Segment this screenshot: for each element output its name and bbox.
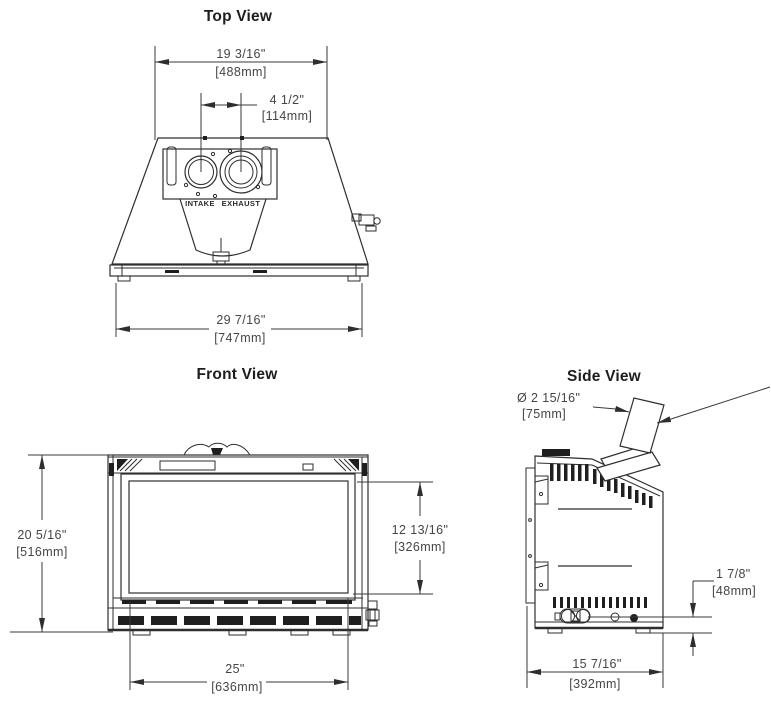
dim-vent-spacing-mm: [114mm] bbox=[262, 109, 313, 123]
corner-hatch-right bbox=[333, 458, 359, 472]
side-view-title: Side View bbox=[567, 368, 642, 385]
hood-outline bbox=[111, 137, 369, 265]
dim-glass-height-inches: 12 13/16" bbox=[392, 523, 449, 537]
feet bbox=[132, 629, 351, 636]
leader-line bbox=[592, 406, 617, 410]
dim-depth: 15 7/16" [392mm] bbox=[526, 606, 664, 691]
dim-vent-spacing-inches: 4 1/2" bbox=[270, 93, 305, 107]
front-bar bbox=[109, 264, 369, 282]
flue-collar-base bbox=[596, 451, 661, 482]
dim-top-width: 19 3/16" [488mm] bbox=[154, 46, 328, 140]
mount-tab bbox=[203, 136, 207, 140]
right-trim-slot bbox=[362, 463, 367, 476]
side-latch bbox=[365, 600, 380, 627]
gas-fitting bbox=[351, 213, 381, 232]
dim-glass-width-inches: 25" bbox=[225, 662, 245, 676]
leader-arrow bbox=[656, 416, 672, 424]
vent-plate bbox=[162, 148, 278, 200]
log-gap bbox=[211, 448, 223, 455]
dim-flue-diameter-inches: Ø 2 15/16" bbox=[517, 391, 580, 405]
top-view-hood: INTAKE EXHAUST bbox=[109, 136, 381, 282]
dim-flue-diameter-mm: [75mm] bbox=[522, 407, 566, 421]
dim-glass-width-mm: [636mm] bbox=[211, 680, 262, 694]
intake-collar bbox=[184, 155, 218, 189]
dim-glass-width: 25" [636mm] bbox=[129, 598, 349, 694]
dim-front-height-inches: 20 5/16" bbox=[17, 528, 66, 542]
exhaust-label: EXHAUST bbox=[222, 199, 261, 208]
dim-depth-mm: [392mm] bbox=[569, 677, 620, 691]
exhaust-collar-inner bbox=[228, 159, 254, 185]
corner-hatch-left bbox=[117, 458, 143, 472]
exhaust-collar-mid bbox=[224, 155, 258, 189]
flange-bracket-top bbox=[534, 475, 549, 505]
funnel-shroud bbox=[179, 198, 267, 257]
left-trim-slot bbox=[109, 463, 114, 476]
mount-tab bbox=[240, 136, 244, 140]
side-view-body bbox=[525, 397, 665, 634]
plate-rail bbox=[166, 146, 177, 186]
intake-collar-inner bbox=[188, 159, 214, 185]
front-view-title: Front View bbox=[197, 366, 279, 383]
plate-rail bbox=[261, 146, 272, 186]
intake-label: INTAKE bbox=[185, 199, 215, 208]
top-view: Top View 19 3/16" [488mm] 4 1/2" [114mm] bbox=[109, 8, 381, 345]
leader-line bbox=[670, 386, 771, 420]
dim-front-height: 20 5/16" [516mm] bbox=[10, 454, 113, 633]
gas-inlet-port bbox=[630, 614, 638, 622]
front-flange bbox=[525, 467, 536, 604]
top-louvers bbox=[550, 464, 653, 508]
plate-screws bbox=[183, 148, 261, 199]
top-vent-plate bbox=[159, 460, 216, 471]
top-view-title: Top View bbox=[204, 8, 273, 25]
trim-dashes bbox=[122, 600, 352, 604]
gas-valve bbox=[554, 608, 591, 624]
log-set-top bbox=[183, 442, 251, 456]
top-clip bbox=[302, 463, 314, 471]
bottom-louvers-side bbox=[553, 597, 647, 608]
leader-arrow bbox=[614, 405, 630, 413]
side-view: Side View bbox=[517, 368, 771, 691]
flue-pipe bbox=[619, 397, 665, 454]
dim-glass-height: 12 13/16" [326mm] bbox=[353, 481, 449, 595]
dim-front-height-mm: [516mm] bbox=[16, 545, 67, 559]
front-view-body bbox=[107, 442, 380, 636]
dim-flue-diameter: Ø 2 15/16" [75mm] bbox=[517, 386, 771, 424]
glass-opening bbox=[128, 480, 349, 594]
front-view: Front View bbox=[10, 366, 448, 694]
feet-side bbox=[547, 627, 651, 634]
dim-gas-inlet-height-inches: 1 7/8" bbox=[716, 567, 751, 581]
exhaust-collar bbox=[219, 150, 263, 194]
dim-top-width-inches: 19 3/16" bbox=[216, 47, 265, 61]
dim-gas-inlet-height: 1 7/8" [48mm] bbox=[588, 567, 756, 656]
dim-depth-inches: 15 7/16" bbox=[572, 657, 621, 671]
dim-glass-height-mm: [326mm] bbox=[394, 540, 445, 554]
top-cap bbox=[542, 449, 570, 456]
glass-frame bbox=[120, 473, 356, 601]
dim-vent-spacing: 4 1/2" [114mm] bbox=[200, 93, 313, 172]
dim-overall-width: 29 7/16" [747mm] bbox=[115, 283, 363, 345]
dim-gas-inlet-height-mm: [48mm] bbox=[712, 584, 756, 598]
dim-top-width-mm: [488mm] bbox=[215, 65, 266, 79]
flange-bracket-bottom bbox=[534, 561, 549, 591]
bottom-louvers bbox=[118, 616, 361, 625]
dim-overall-width-mm: [747mm] bbox=[214, 331, 265, 345]
dim-overall-width-inches: 29 7/16" bbox=[216, 313, 265, 327]
